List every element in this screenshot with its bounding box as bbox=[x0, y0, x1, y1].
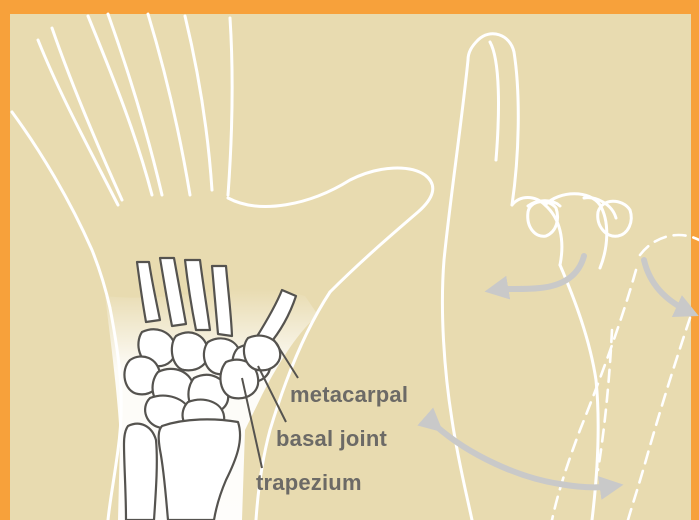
label-trapezium: trapezium bbox=[256, 470, 362, 496]
label-metacarpal: metacarpal bbox=[290, 382, 408, 408]
motion-arrow-icon bbox=[436, 256, 690, 487]
label-basal-joint: basal joint bbox=[276, 426, 387, 452]
side-hand-outline bbox=[442, 34, 631, 520]
